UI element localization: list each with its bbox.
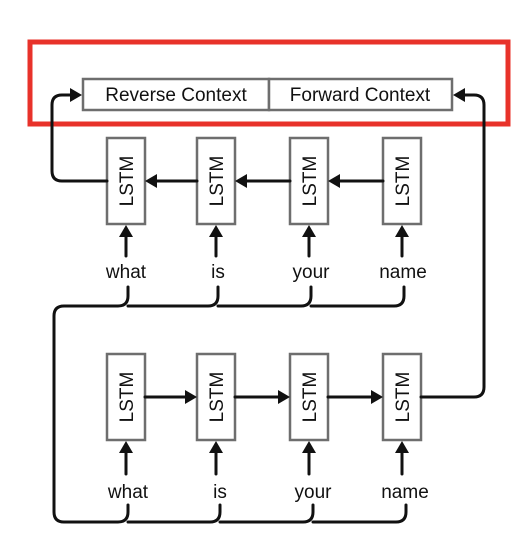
reverse-input-4-head — [395, 225, 409, 237]
reverse-lstm-label-4: LSTM — [393, 156, 414, 207]
reverse-lstm-label-2: LSTM — [207, 156, 228, 207]
forward-lstm-label-2: LSTM — [207, 372, 228, 423]
forward-lstm-label-3: LSTM — [300, 372, 321, 423]
bottom-word-1: what — [107, 482, 149, 503]
bottom-word-3: your — [295, 482, 333, 503]
forward-input-2-head — [209, 441, 223, 453]
reverse-input-3-head — [302, 225, 316, 237]
forward-lstm-label-4: LSTM — [393, 372, 414, 423]
reverse-context-label: Reverse Context — [105, 85, 247, 106]
forward-link-1-2-head — [185, 390, 197, 404]
forward-lstm-label-1: LSTM — [117, 372, 138, 423]
forward-output-head — [453, 88, 465, 102]
reverse-context-box — [81, 77, 271, 112]
upper-bus-tap-3 — [216, 285, 313, 308]
bottom-word-4: name — [381, 482, 429, 503]
context-output: Reverse Context Forward Context — [81, 77, 454, 112]
lower-bus-tap-3 — [218, 503, 315, 524]
forward-context-box — [267, 77, 454, 112]
reverse-output-wire — [50, 93, 109, 183]
reverse-output-head — [70, 88, 82, 102]
reverse-lstm-row: LSTM LSTM LSTM LSTM what is your name — [50, 88, 427, 283]
reverse-link-3-2-head — [235, 174, 247, 188]
lower-bus-tap-4 — [311, 503, 408, 524]
reverse-input-2-head — [209, 225, 223, 237]
reverse-lstm-label-1: LSTM — [117, 156, 138, 207]
forward-output-wire — [419, 93, 486, 399]
forward-context-label: Forward Context — [290, 85, 431, 106]
forward-input-4-head — [395, 441, 409, 453]
forward-input-3-head — [302, 441, 316, 453]
top-word-1: what — [105, 262, 147, 283]
lower-bus-tap-2 — [126, 503, 222, 524]
forward-link-2-3-head — [278, 390, 290, 404]
reverse-link-2-1-head — [145, 174, 157, 188]
upper-bus-tap-4 — [309, 285, 406, 308]
bottom-word-2: is — [213, 482, 227, 503]
top-word-4: name — [379, 262, 427, 283]
top-word-2: is — [211, 262, 225, 283]
top-word-3: your — [293, 262, 331, 283]
reverse-input-1-head — [119, 225, 133, 237]
word-bus — [52, 285, 408, 524]
reverse-link-4-3-head — [328, 174, 340, 188]
forward-lstm-cell-4 — [381, 352, 423, 442]
forward-lstm-row: LSTM LSTM LSTM LSTM what is your name — [105, 88, 486, 503]
upper-word-bus — [52, 285, 130, 524]
highlight-box — [27, 39, 511, 127]
upper-bus-tap-2 — [126, 285, 220, 308]
forward-link-3-4-head — [371, 390, 383, 404]
reverse-lstm-label-3: LSTM — [300, 156, 321, 207]
forward-input-1-head — [119, 441, 133, 453]
